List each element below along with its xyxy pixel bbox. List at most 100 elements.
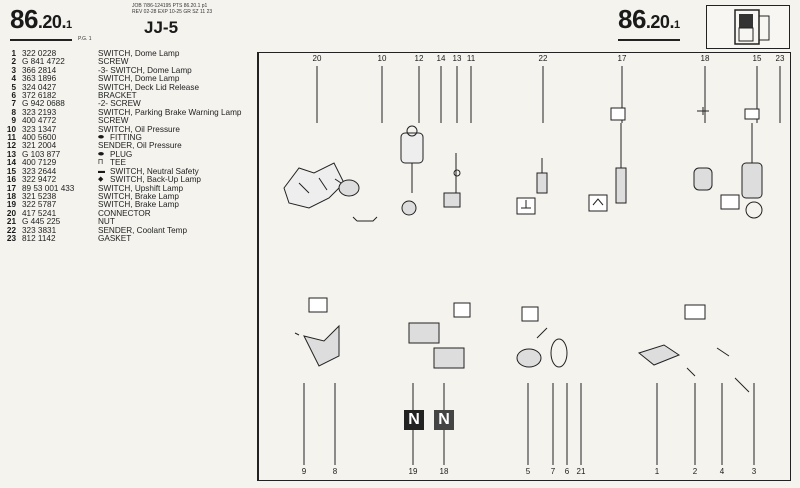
- parts-row: 16 322 9472 ◆ SWITCH, Back-Up Lamp: [2, 175, 241, 185]
- part-number: G 841 4722: [22, 57, 65, 67]
- callout-number: 13: [452, 54, 462, 63]
- part-number: G 942 0688: [22, 99, 65, 109]
- item-number: 22: [6, 225, 16, 235]
- part-description: GASKET: [98, 233, 132, 243]
- parts-row: 4 363 1896 SWITCH, Dome Lamp: [2, 74, 241, 84]
- callout-number: 15: [752, 54, 762, 63]
- connector-harness-20: [283, 162, 345, 209]
- part-number: 372 6182: [22, 91, 57, 101]
- oil-can-icon: [352, 216, 378, 222]
- oil-can-icon: ⬬: [98, 134, 104, 142]
- job-info: JOB 7/86-124195 PTS 86.20.1 p1 REV 02-28…: [132, 3, 212, 15]
- callout-number: 3: [751, 467, 757, 476]
- callout-number: 23: [775, 54, 785, 63]
- part-number: 417 5241: [22, 208, 57, 218]
- upshift-lamp-switch-17: [610, 107, 627, 204]
- callout-number: 20: [312, 54, 322, 63]
- callout-number: 22: [538, 54, 548, 63]
- backup-lamp-switch-16: [693, 107, 713, 191]
- part-description: SWITCH, Upshift Lamp: [98, 183, 184, 193]
- part-description: -3- SWITCH, Dome Lamp: [98, 65, 192, 75]
- page-number-right: 86.20.1: [618, 6, 680, 41]
- parts-row: 11 400 5600 ⬬ FITTING: [2, 133, 241, 143]
- item-number: 19: [6, 200, 16, 210]
- part-description: PLUG: [110, 149, 133, 159]
- part-number: G 445 225: [22, 217, 61, 227]
- leader-lines: [303, 66, 781, 465]
- part-number: 324 0427: [22, 82, 57, 92]
- oil-can-icon: ⬬: [98, 150, 104, 158]
- item-number: 13: [6, 149, 16, 159]
- part-number: 812 1142: [22, 233, 56, 243]
- model-code: JJ-5: [144, 18, 179, 37]
- parts-row: 22 323 3831 SENDER, Coolant Temp: [2, 225, 241, 235]
- callout-number: 9: [301, 467, 307, 476]
- callout-number: 2: [692, 467, 698, 476]
- part-description: SWITCH, Brake Lamp: [98, 200, 179, 210]
- upshift-icon: [588, 194, 608, 212]
- item-number: 21: [6, 217, 16, 227]
- item-number: 14: [6, 158, 16, 168]
- part-description: SCREW: [98, 116, 129, 126]
- part-number: 323 2193: [22, 107, 57, 117]
- part-description: SWITCH, Back-Up Lamp: [110, 175, 201, 185]
- item-number: 15: [6, 166, 16, 176]
- item-number: 4: [11, 74, 16, 84]
- item-number: 6: [11, 91, 16, 101]
- part-number: 323 2644: [22, 166, 57, 176]
- callout-number: 18: [439, 467, 449, 476]
- callout-number: 10: [377, 54, 387, 63]
- oil-pressure-sender-12: [400, 125, 424, 216]
- part-description: FITTING: [110, 133, 142, 143]
- part-number: 322 9472: [22, 175, 57, 185]
- item-number: 7: [11, 99, 16, 109]
- parts-row: 19 322 5787 SWITCH, Brake Lamp: [2, 200, 241, 210]
- part-description: SWITCH, Brake Lamp: [98, 191, 179, 201]
- coolant-sender-22: [536, 158, 548, 194]
- callout-number: 19: [408, 467, 418, 476]
- item-number: 11: [7, 133, 16, 143]
- parts-row: 13 G 103 877 ⬬ PLUG: [2, 149, 241, 159]
- item-number: 20: [6, 208, 16, 218]
- part-description: SENDER, Coolant Temp: [98, 225, 188, 235]
- callout-number: 7: [550, 467, 556, 476]
- part-number: 323 3831: [22, 225, 57, 235]
- callout-number: 1: [654, 467, 660, 476]
- page-number: 86.20.1: [10, 6, 72, 41]
- callout-number: 18: [700, 54, 710, 63]
- callout-number: 11: [466, 54, 476, 63]
- part-number: 363 1896: [22, 74, 57, 84]
- part-description: SENDER, Oil Pressure: [98, 141, 182, 151]
- parking-brake-switch-8: [294, 297, 340, 367]
- part-description: SWITCH, Oil Pressure: [98, 124, 180, 134]
- oil-pressure-switch-10: [334, 178, 360, 197]
- reverse-icon: ◆: [98, 176, 104, 184]
- n-badge-icon: N: [404, 410, 424, 430]
- callout-number: 8: [332, 467, 338, 476]
- item-number: 8: [11, 107, 16, 117]
- car-icon: ▬: [98, 167, 105, 175]
- part-number: 89 53 001 433: [22, 183, 75, 193]
- rocker-switch-thumbnail: [706, 5, 790, 49]
- item-number: 16: [6, 175, 16, 185]
- callout-number: 4: [719, 467, 725, 476]
- item-number: 2: [11, 57, 16, 67]
- item-number: 5: [11, 82, 16, 92]
- part-number: 400 5600: [22, 133, 57, 143]
- neutral-safety-switch-15: [720, 108, 763, 219]
- part-number: 322 0228: [22, 49, 57, 58]
- diagram-drawing: [283, 66, 781, 465]
- part-number: G 103 877: [22, 149, 61, 159]
- part-description: SWITCH, Dome Lamp: [98, 74, 180, 84]
- callout-number: 21: [576, 467, 586, 476]
- part-number: 322 5787: [22, 200, 57, 210]
